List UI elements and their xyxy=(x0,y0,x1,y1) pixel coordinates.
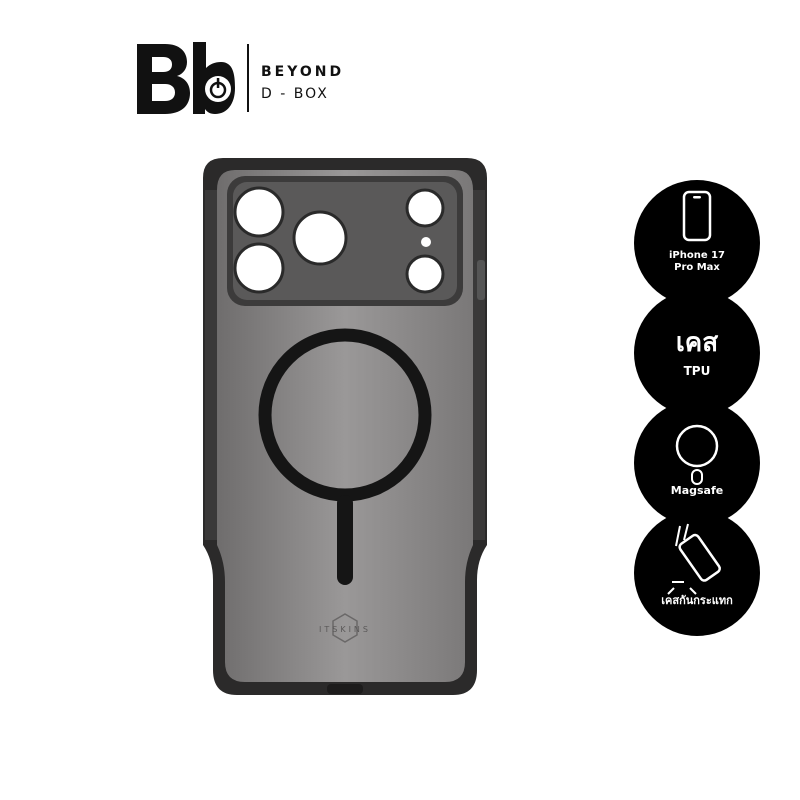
camera-lens-hole-2 xyxy=(292,210,348,266)
camera-lens-hole-1 xyxy=(233,186,285,238)
badge-phone-model-line1: iPhone 17 xyxy=(668,250,726,261)
logo-divider xyxy=(247,44,249,112)
phone-case-image: ITSKINS xyxy=(203,158,487,695)
case-brand-mark: ITSKINS xyxy=(319,613,371,643)
brand-logo: BEYOND D - BOX xyxy=(135,40,365,120)
badge-magsafe: Magsafe xyxy=(634,400,760,526)
badge-drop-protection: เคสกันกระแทก xyxy=(634,510,760,636)
badge-material: เคส TPU xyxy=(634,290,760,416)
charging-port-cutout xyxy=(327,684,363,694)
badge-material-title: เคส xyxy=(675,328,719,358)
magsafe-alignment-bar xyxy=(337,495,353,585)
badge-phone-model-label: iPhone 17 Pro Max xyxy=(634,250,760,274)
brand-name-line2: D - BOX xyxy=(261,86,329,102)
magsafe-ring-icon xyxy=(675,424,719,485)
brand-logo-mark xyxy=(137,42,235,114)
case-brand-text: ITSKINS xyxy=(319,625,371,634)
phone-outline-icon xyxy=(682,190,712,242)
badge-phone-model-line2: Pro Max xyxy=(674,262,720,273)
case-side-left xyxy=(205,190,217,540)
mic-hole xyxy=(421,237,431,247)
badge-phone-model: iPhone 17 Pro Max xyxy=(634,180,760,306)
drop-protection-icon xyxy=(667,523,721,595)
badge-material-subtitle: TPU xyxy=(683,364,711,378)
flash-hole xyxy=(405,188,445,228)
lidar-hole xyxy=(405,254,445,294)
camera-lens-hole-3 xyxy=(233,242,285,294)
case-side-right xyxy=(473,190,485,540)
side-button xyxy=(477,260,485,300)
badge-magsafe-label: Magsafe xyxy=(670,484,724,497)
brand-name-line1: BEYOND xyxy=(261,64,345,80)
badge-drop-protection-label: เคสกันกระแทก xyxy=(661,594,733,607)
